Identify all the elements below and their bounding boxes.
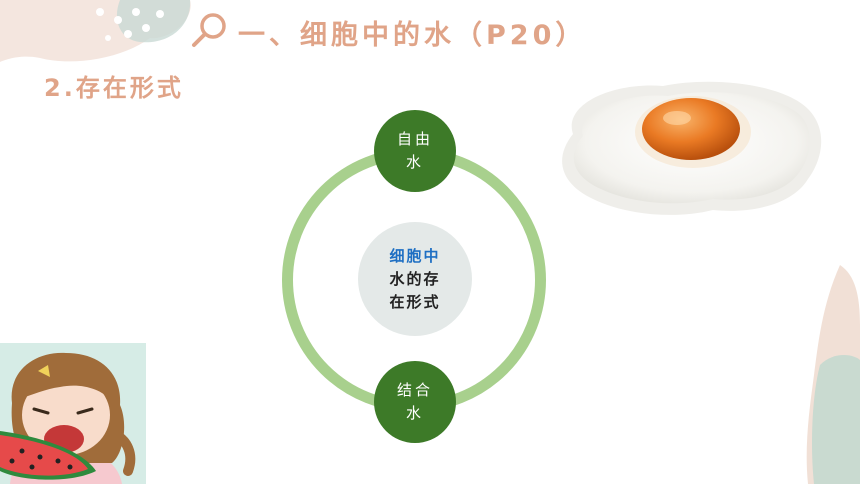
- watercolor-blob-top-left: [0, 0, 191, 62]
- section-subtitle: 2.存在形式: [44, 74, 184, 102]
- magnifier-icon: [190, 11, 230, 53]
- center-label-line2: 水的存: [389, 269, 441, 288]
- center-concept-disc: 细胞中 水的存 在形式: [358, 222, 472, 336]
- watercolor-blob-right: [806, 265, 860, 484]
- page-title: 一、细胞中的水（P20）: [238, 19, 587, 51]
- center-label-line1: 细胞中: [389, 246, 441, 265]
- title-row: 一、细胞中的水（P20）: [190, 8, 586, 56]
- node-bound-water-line1: 结合: [396, 381, 433, 399]
- node-free-water: 自由 水: [374, 110, 456, 192]
- fried-egg-image: [562, 81, 822, 215]
- node-free-water-line1: 自由: [396, 130, 433, 148]
- center-label-line3: 在形式: [389, 292, 441, 311]
- girl-eating-watermelon-image: [0, 343, 146, 484]
- node-bound-water: 结合 水: [374, 361, 456, 443]
- node-bound-water-line2: 水: [405, 404, 424, 422]
- node-free-water-line2: 水: [405, 153, 424, 171]
